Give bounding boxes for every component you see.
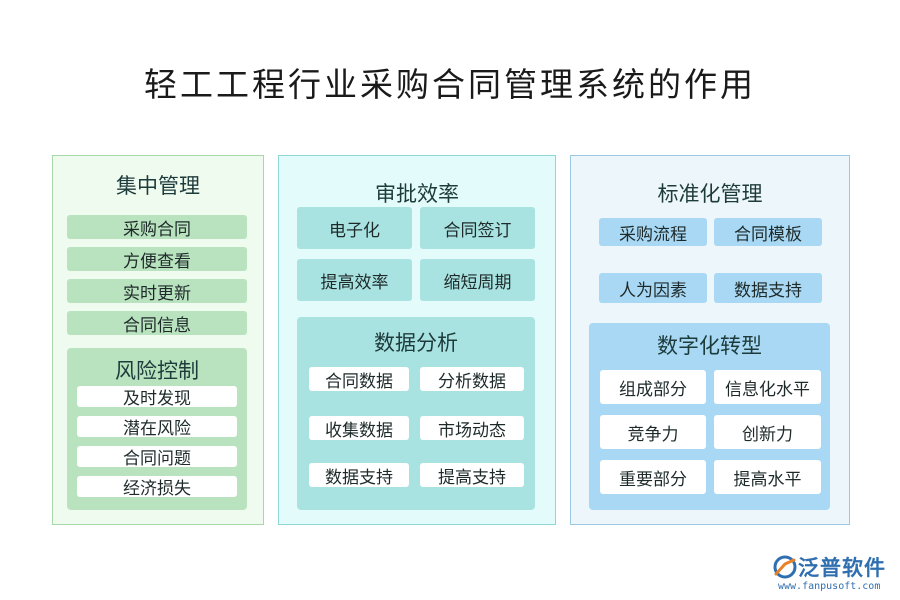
subpanel-risk-control: 风险控制 及时发现 潜在风险 合同问题 经济损失 [67,348,247,510]
item-chip: 实时更新 [67,279,247,304]
logo-url: www.fanpusoft.com [778,581,881,592]
sub-item-chip: 信息化水平 [714,370,821,404]
subpanel-title: 风险控制 [115,359,199,383]
sub-item-chip: 及时发现 [77,386,237,409]
logo-mark-icon [773,555,797,579]
sub-item-chip: 竞争力 [600,415,706,449]
sub-item-chip: 收集数据 [309,416,409,441]
item-chip: 采购流程 [599,218,707,246]
item-chip: 提高效率 [297,259,412,301]
sub-item-chip: 数据支持 [309,463,409,488]
sub-item-chip: 潜在风险 [77,416,237,439]
item-chip: 缩短周期 [420,259,535,301]
subpanel-digital-transformation: 数字化转型 组成部分 信息化水平 竞争力 创新力 重要部分 提高水平 [589,323,830,510]
subpanel-title: 数字化转型 [657,334,762,358]
sub-item-chip: 创新力 [714,415,821,449]
panel-approval-efficiency: 审批效率 电子化 合同签订 提高效率 缩短周期 数据分析 合同数据 分析数据 收… [278,155,556,525]
subpanel-title: 数据分析 [374,331,458,355]
sub-item-chip: 市场动态 [420,416,524,441]
sub-item-chip: 提高水平 [714,460,821,494]
item-chip: 合同信息 [67,311,247,336]
panel-standardized-management: 标准化管理 采购流程 合同模板 人为因素 数据支持 数字化转型 组成部分 信息化… [570,155,850,525]
item-chip: 电子化 [297,207,412,249]
sub-item-chip: 组成部分 [600,370,706,404]
logo-name: 泛普软件 [798,556,886,580]
subpanel-data-analysis: 数据分析 合同数据 分析数据 收集数据 市场动态 数据支持 提高支持 [297,317,535,510]
sub-item-chip: 合同数据 [309,367,409,392]
item-chip: 合同模板 [714,218,822,246]
sub-item-chip: 提高支持 [420,463,524,488]
panel-title: 集中管理 [116,174,200,198]
panel-title: 审批效率 [375,182,459,206]
sub-item-chip: 合同问题 [77,446,237,469]
page-title: 轻工工程行业采购合同管理系统的作用 [144,65,756,104]
item-chip: 合同签订 [420,207,535,249]
item-chip: 数据支持 [714,273,822,303]
panel-title: 标准化管理 [657,182,763,206]
item-chip: 人为因素 [599,273,707,303]
sub-item-chip: 经济损失 [77,476,237,499]
item-chip: 方便查看 [67,247,247,272]
fanpu-logo: 泛普软件 www.fanpusoft.com [772,552,890,594]
sub-item-chip: 重要部分 [600,460,706,494]
item-chip: 采购合同 [67,215,247,240]
sub-item-chip: 分析数据 [420,367,524,392]
panel-centralized-management: 集中管理 采购合同 方便查看 实时更新 合同信息 风险控制 及时发现 潜在风险 … [52,155,264,525]
